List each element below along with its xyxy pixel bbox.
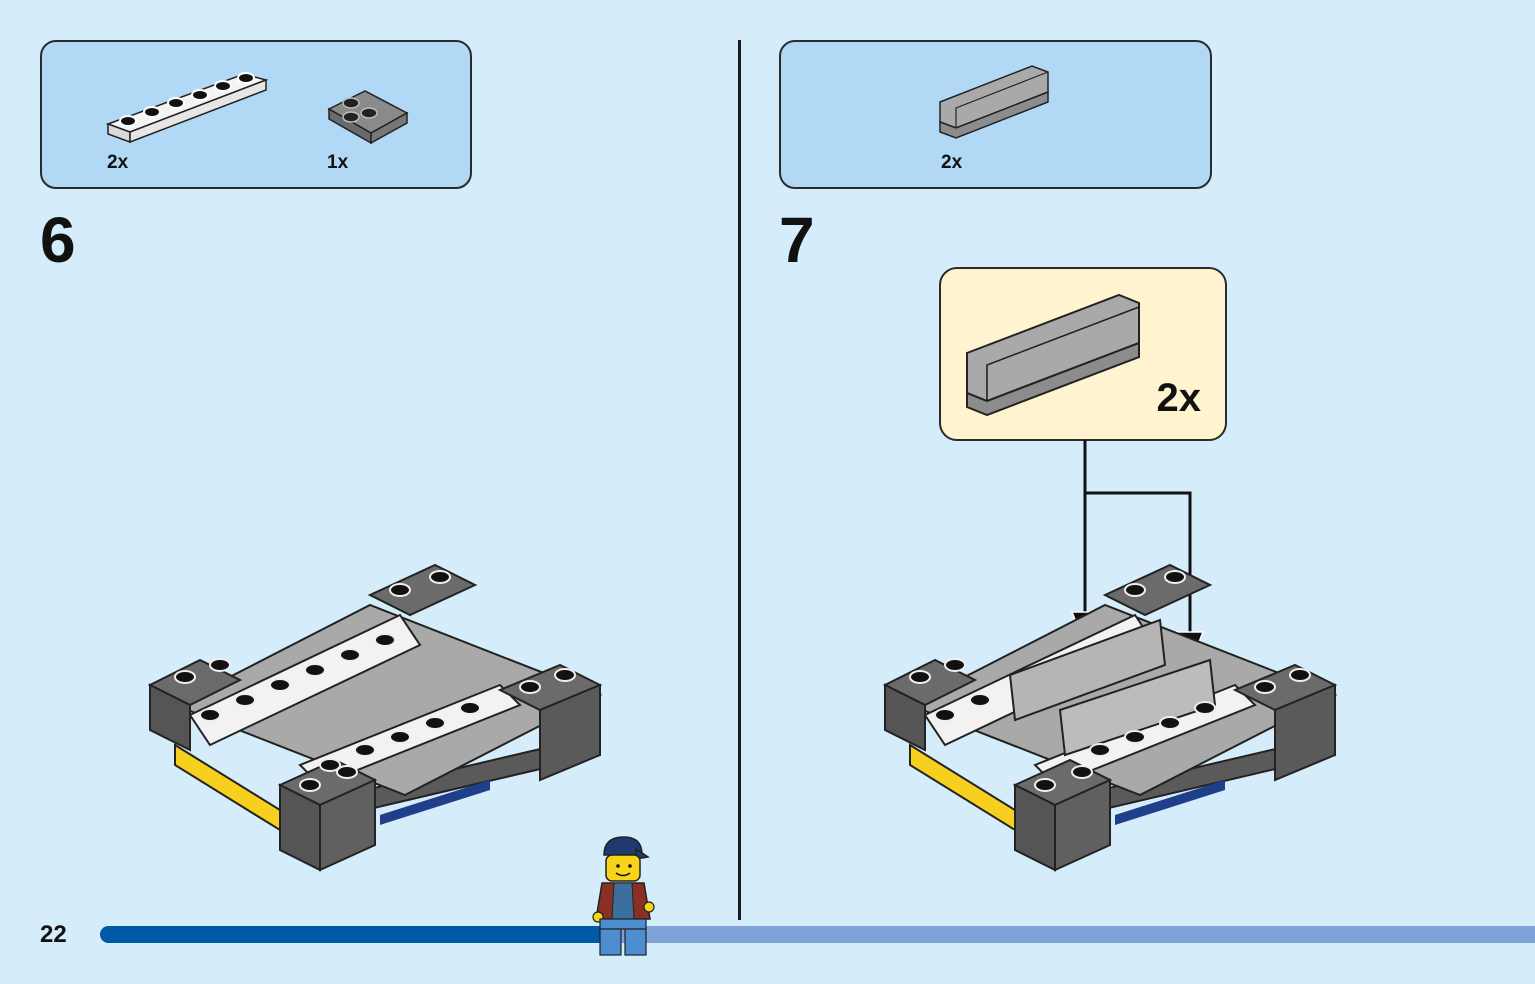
minifigure-icon (592, 836, 655, 956)
step-7-callout: 2x (939, 267, 1227, 441)
part-qty-panel: 2x (941, 152, 963, 173)
dark-gray-corner-plate-icon (327, 90, 409, 145)
step-7-build-model (882, 563, 1338, 872)
gray-panel-large-icon (966, 293, 1140, 417)
part-qty-corner-plate: 1x (327, 152, 349, 173)
step-6-parts-box: 2x 1x (40, 40, 472, 189)
white-plate-1x6-icon (105, 72, 269, 144)
step-6-build-model (147, 563, 603, 872)
page-number: 22 (40, 921, 67, 948)
progress-bar (100, 926, 1535, 943)
step-7-parts-box: 2x (779, 40, 1212, 189)
progress-bar-fill (100, 926, 617, 943)
step-6-number: 6 (40, 204, 76, 276)
callout-qty: 2x (1156, 376, 1202, 420)
step-divider (738, 40, 741, 920)
part-qty-white-plate: 2x (107, 152, 129, 173)
step-7-number: 7 (779, 204, 815, 276)
gray-panel-1x4-icon (939, 65, 1049, 139)
